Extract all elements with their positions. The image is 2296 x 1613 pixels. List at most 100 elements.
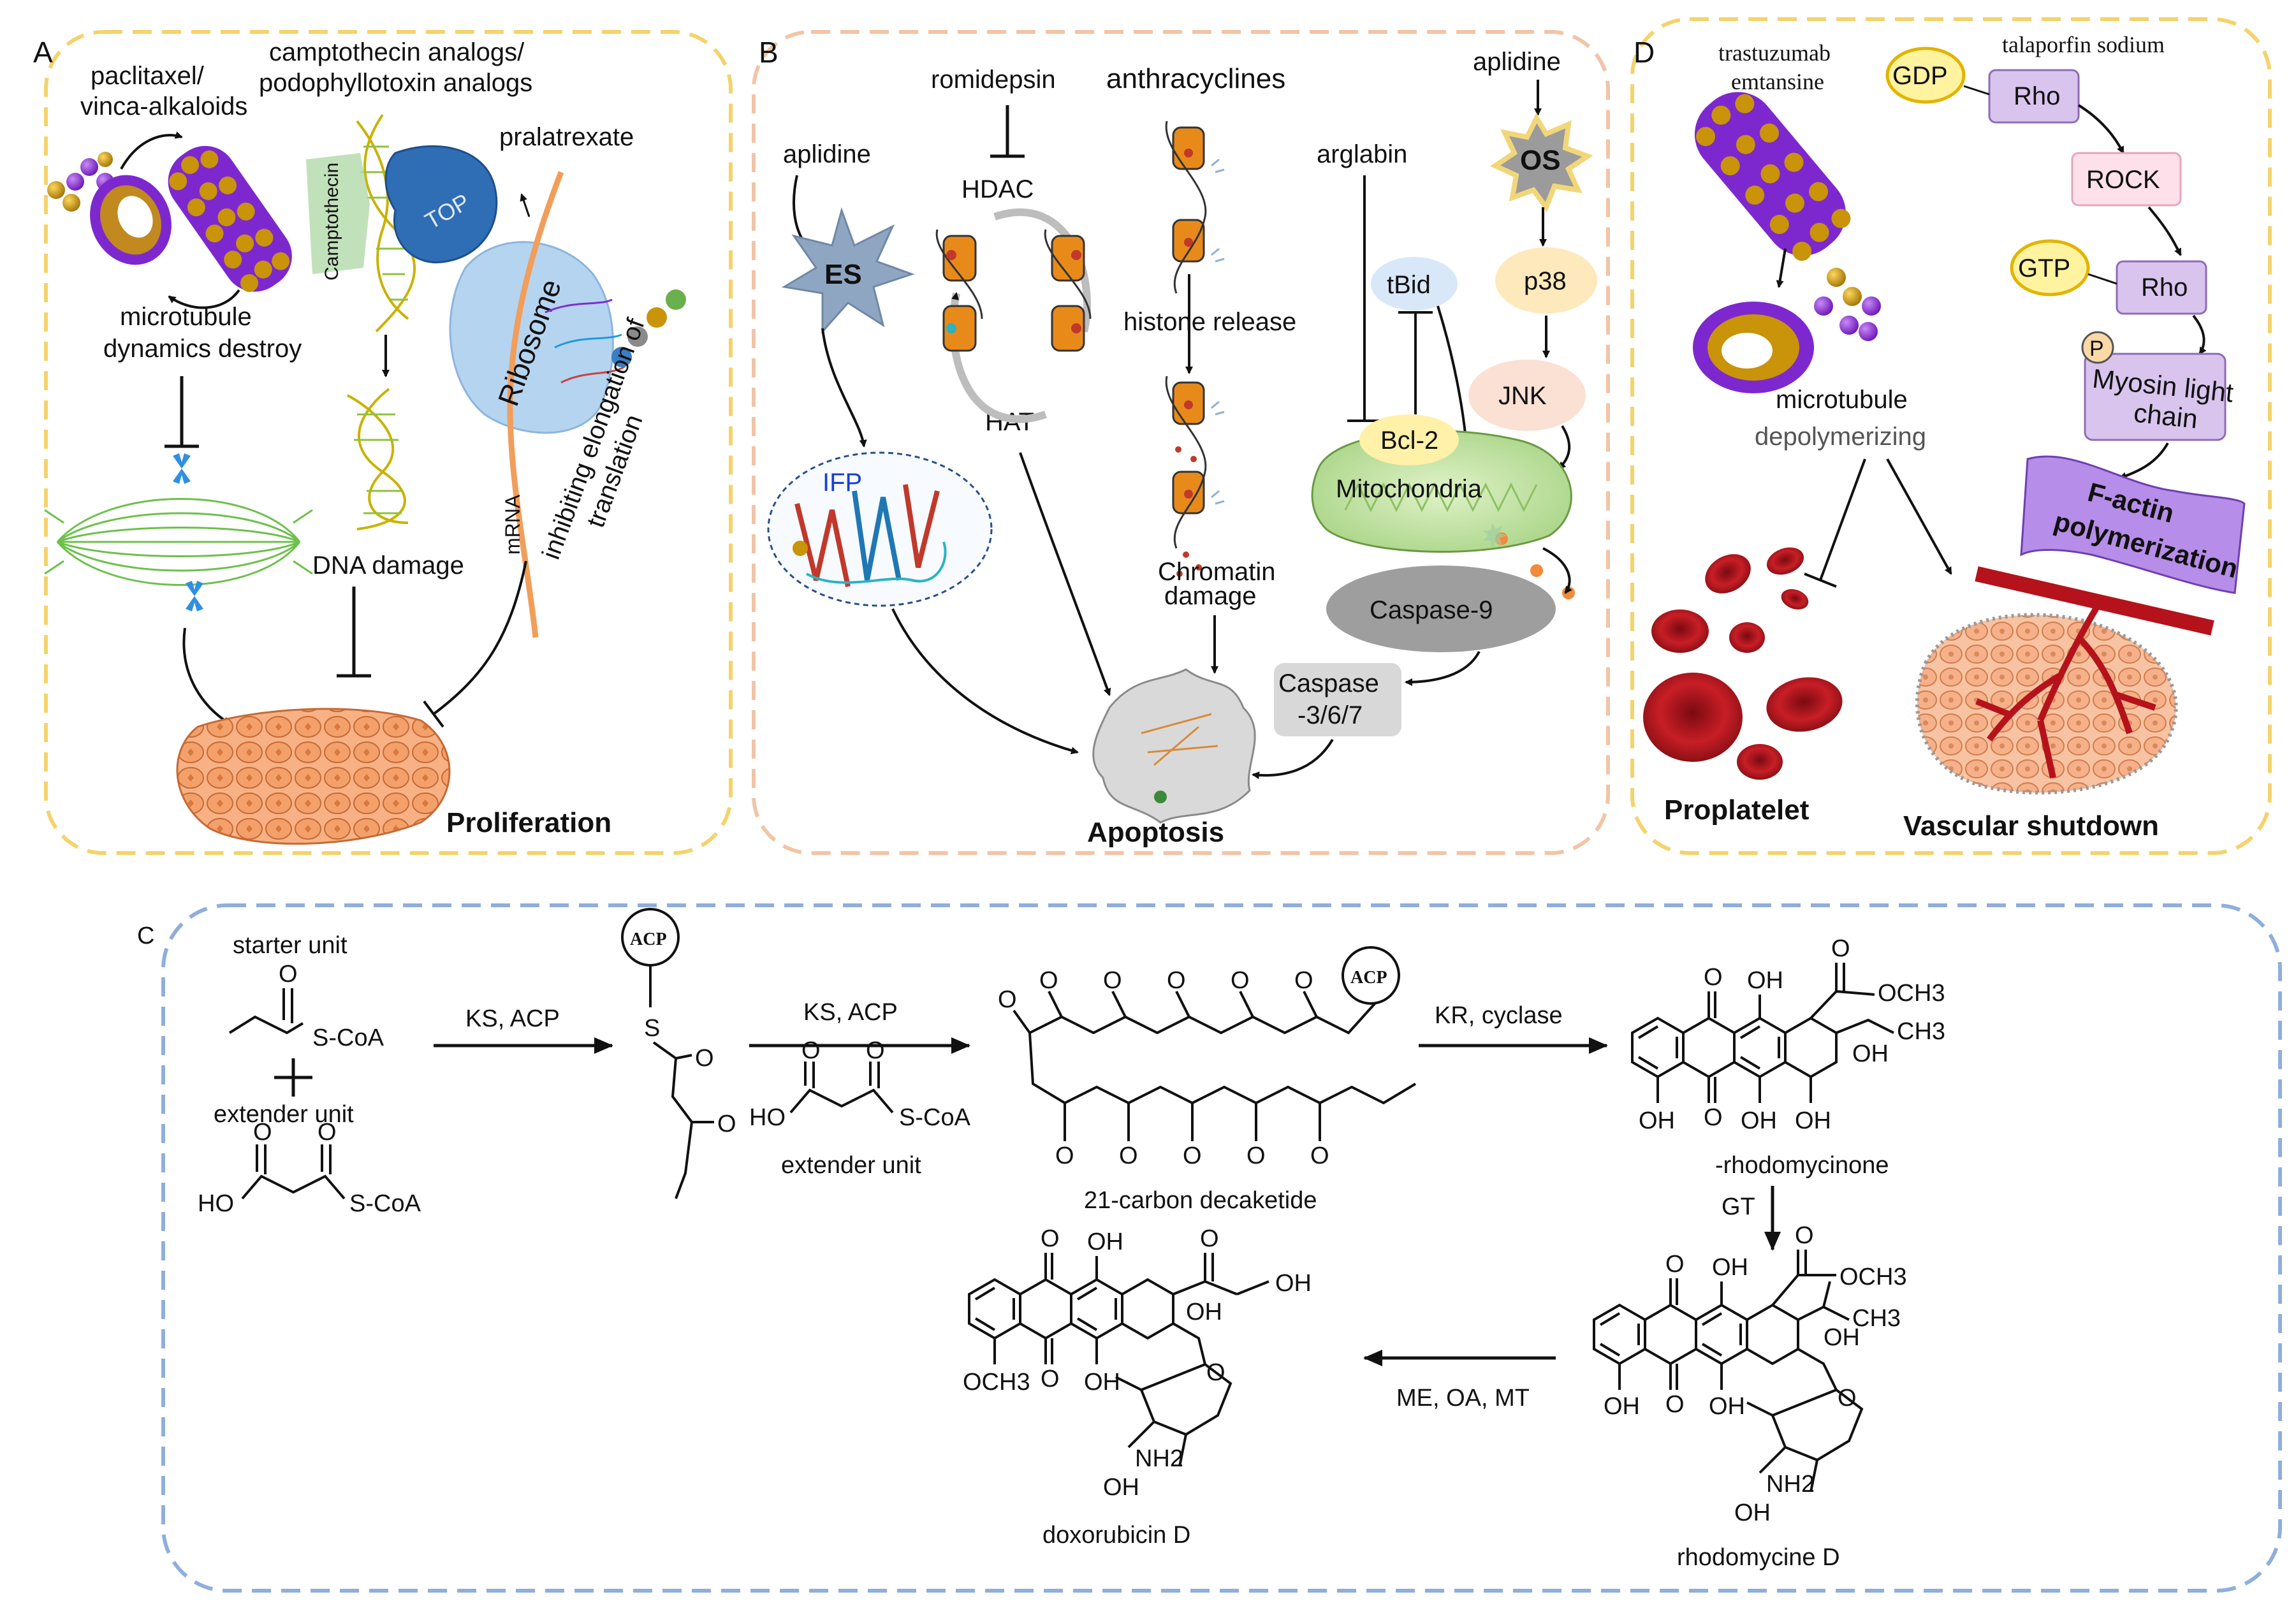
phosphate-label: P	[2089, 337, 2104, 361]
acp-s-label: S	[644, 1015, 660, 1042]
malonyl-o1-label: O	[253, 1119, 272, 1146]
bcl2-node	[1359, 414, 1459, 465]
histone-release-label: histone release	[1123, 308, 1296, 336]
microtubule-short-d	[1693, 302, 1814, 393]
ifp-to-apoptosis-arrow	[891, 608, 1079, 755]
malonyl-ho-label: HO	[198, 1190, 234, 1217]
aplidine-to-es-arrow	[793, 175, 808, 247]
rock-to-rho-arrow	[2147, 206, 2182, 256]
mito-to-caspase9-arrow	[1542, 547, 1572, 594]
acp-o1-label: O	[695, 1045, 714, 1072]
decaketide-o-6: O	[1294, 967, 1313, 994]
proliferating-cells	[176, 708, 451, 845]
panel-b-letter: B	[759, 36, 779, 69]
anthracyclines-label: anthracyclines	[1106, 63, 1285, 94]
doxorubicin-structure	[968, 1253, 1269, 1467]
rhodo-oh1: OH	[1747, 967, 1783, 994]
mitochondria-cristae	[1344, 482, 1538, 513]
acp-circle-1	[621, 908, 680, 967]
es-to-ifp-arrow	[821, 328, 867, 448]
panel-a-letter: A	[33, 36, 53, 69]
camptothecin-shape	[306, 153, 370, 274]
panel-d: D trastuzumab emtansine talaporfin sodiu…	[1634, 32, 2246, 842]
chromatin-label-1: Chromatin	[1158, 558, 1276, 586]
proplatelet-cells	[1643, 547, 1843, 780]
panel-b: B aplidine ES IFP romidepsin HDAC HAT	[759, 36, 1597, 848]
os-star	[1489, 112, 1593, 213]
acp-intermediate-structure	[649, 966, 714, 1199]
malonyl2-o1-label: O	[801, 1037, 821, 1064]
p38-label: p38	[1524, 267, 1567, 295]
tbid-inhibit-line	[1398, 311, 1433, 414]
apoptosis-label: Apoptosis	[1087, 817, 1224, 848]
myosin-label-2: chain	[2132, 398, 2199, 434]
jnk-label: JNK	[1498, 382, 1547, 410]
mrna-label: mRNA	[501, 494, 524, 555]
rhodomycine-oh2: OH	[1824, 1324, 1860, 1351]
microtubule-long-d	[1694, 92, 1851, 261]
p38-node	[1495, 247, 1597, 314]
extender-unit-2-label: extender unit	[781, 1152, 921, 1179]
romidepsin-label: romidepsin	[931, 66, 1056, 94]
ribosome-shape	[449, 241, 614, 434]
rhodomycine-oh3: OH	[1604, 1393, 1640, 1420]
panel-c-letter: C	[137, 923, 154, 949]
malonyl2-ho-label: HO	[749, 1104, 786, 1131]
rhodo-o2: O	[1704, 1104, 1723, 1131]
jnk-node	[1468, 360, 1586, 431]
decaketide-o-9: O	[1183, 1142, 1202, 1169]
panel-d-letter: D	[1634, 36, 1655, 69]
malonyl-coa-2-structure	[789, 1062, 894, 1114]
doxo-oh4: OH	[1084, 1369, 1120, 1396]
rhodo-ch3: CH3	[1897, 1018, 1945, 1045]
rhodo-o1: O	[1704, 964, 1723, 991]
doxo-o3: O	[1200, 1225, 1219, 1252]
doxo-oh3: OH	[1186, 1299, 1222, 1325]
apoptotic-cell	[1092, 668, 1256, 824]
rock-label: ROCK	[2086, 166, 2160, 194]
caspase367-label-2: -3/6/7	[1298, 701, 1363, 729]
panel-a-frame	[44, 30, 733, 855]
factin-node	[2020, 455, 2246, 594]
panel-a: A paclitaxel/ vinca-alkaloids camptothec…	[33, 36, 686, 845]
rhodo-oh3: OH	[1639, 1107, 1675, 1134]
microtubule-short	[90, 175, 172, 265]
propionyl-coa-structure	[228, 988, 304, 1035]
paclitaxel-label-2: vinca-alkaloids	[80, 92, 247, 120]
pralatrexate-label: pralatrexate	[499, 123, 634, 151]
microtubule-label-1: microtubule	[120, 303, 252, 331]
mitochondria-label: Mitochondria	[1336, 475, 1482, 503]
dna-helix-bottom	[347, 388, 409, 530]
doxo-ring-o: O	[1206, 1359, 1225, 1386]
gdp-label: GDP	[1892, 62, 1948, 90]
camptothecin-label: Camptothecin	[321, 163, 342, 281]
caspase367-label-1: Caspase	[1278, 669, 1379, 697]
rho2-label: Rho	[2141, 274, 2188, 302]
talaporfin-label: talaporfin sodium	[2002, 32, 2165, 57]
malonyl-coa-structure	[241, 1144, 346, 1200]
chromosome-icon-top	[173, 453, 191, 484]
extender-unit-label: extender unit	[214, 1101, 354, 1128]
proplatelet-label: Proplatelet	[1664, 794, 1810, 826]
rhodomycine-label: rhodomycine D	[1677, 1544, 1840, 1571]
rhodomycine-ch3: CH3	[1852, 1305, 1901, 1332]
decaketide-o-7: O	[1055, 1142, 1074, 1169]
rhodo-och3: OCH3	[1878, 980, 1945, 1007]
decaketide-o-2: O	[1039, 967, 1058, 994]
rho-node	[1988, 69, 2080, 124]
top-enzyme-shape	[384, 145, 498, 263]
rhodomycine-nh2: NH2	[1766, 1471, 1815, 1498]
rhodomycine-ring-o: O	[1838, 1385, 1857, 1412]
es-label: ES	[824, 259, 862, 290]
microtubule-inhibit-line	[165, 376, 199, 448]
panel-c-frame	[161, 903, 2282, 1593]
depolymerizing-label: depolymerizing	[1755, 423, 1926, 451]
hdac-label: HDAC	[962, 175, 1034, 203]
decaketide-o-1: O	[998, 986, 1017, 1013]
caspase9-label: Caspase-9	[1370, 596, 1493, 624]
vascular-network	[1915, 566, 2214, 795]
malonyl2-o2-label: O	[866, 1037, 885, 1064]
rhodo-oh5: OH	[1795, 1107, 1831, 1134]
